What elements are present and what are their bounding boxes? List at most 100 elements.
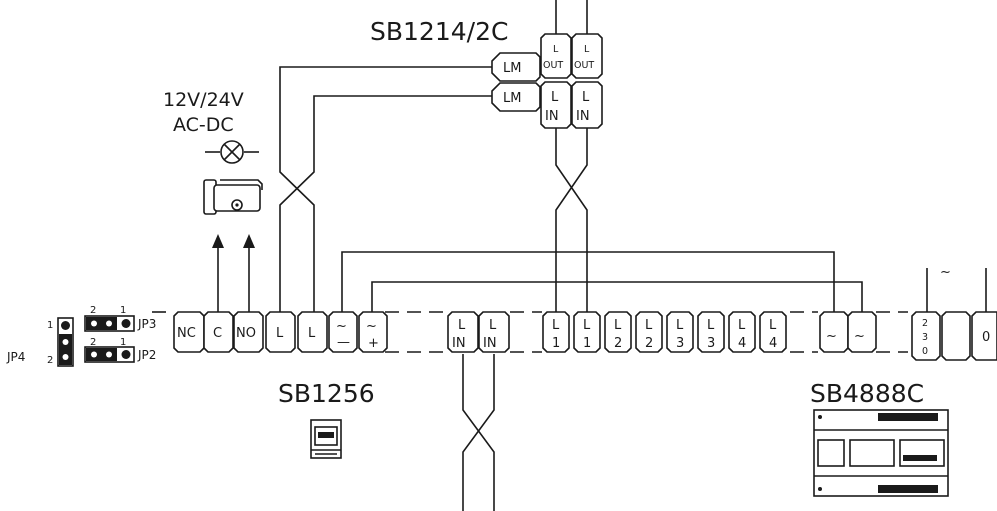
- sb1214-lin-l-1: L: [551, 90, 559, 105]
- riser-in-terminals: L IN L IN: [447, 311, 510, 353]
- wire-in-2: [555, 128, 588, 312]
- bus-terminal-num-7: 4: [738, 336, 746, 351]
- sb1256-title: SB1256: [278, 379, 375, 408]
- sb1256-tilde-2: ~: [366, 319, 377, 334]
- sb1256-terminal-ac-minus: ~ —: [328, 311, 358, 353]
- bus-terminal-l-5: L: [676, 318, 684, 333]
- sb1256-l2-label: L: [308, 326, 316, 341]
- bus-terminal-l-7: L: [738, 318, 746, 333]
- sb1256-terminal-ac-plus: ~ +: [358, 311, 388, 353]
- bus-terminal-l-1: L: [552, 318, 560, 333]
- bus-terminal-2: L1: [573, 311, 601, 353]
- sb1256-terminal-nc: NC: [173, 311, 205, 353]
- sb4888c-tilde-2: ~: [854, 329, 865, 344]
- sb1256-terminal-no: NO: [233, 311, 264, 353]
- lock-arrow-no: [243, 234, 255, 248]
- sb4888c-ac-terminal-2: ~: [847, 311, 877, 353]
- jp3-label: JP3: [137, 317, 156, 331]
- sb1214-lin-terminal-2: L IN: [571, 81, 603, 129]
- sb1256-l1-label: L: [276, 326, 284, 341]
- sb1214-lm-terminal-1: LM: [491, 52, 541, 82]
- sb1256-minus-label: —: [337, 335, 350, 350]
- jumper-jp4: 1 JP4 2: [6, 317, 74, 367]
- lock-icon: [203, 179, 263, 215]
- bus-terminal-num-1: 1: [552, 336, 560, 351]
- mains-symbol: ~: [940, 265, 951, 280]
- sb4888c-device-icon: [813, 409, 949, 497]
- riser-in-l-1: L: [458, 318, 466, 333]
- sb1214-lin-terminal-1: L IN: [540, 81, 572, 129]
- bus-terminal-8: L4: [759, 311, 787, 353]
- bus-terminal-num-2: 1: [583, 336, 591, 351]
- sb1214-lm-label-2: LM: [503, 91, 521, 106]
- jp4-label: JP4: [6, 350, 25, 364]
- wires: [152, 0, 908, 511]
- riser-in-in-2: IN: [483, 336, 497, 351]
- riser-in-terminal-2: L IN: [478, 311, 510, 353]
- jp2-pin2: 2: [90, 337, 96, 348]
- wire-lm2: [279, 95, 492, 312]
- wire-power-2: [371, 281, 863, 312]
- jp2-label: JP2: [137, 348, 156, 362]
- mains-terminal-230: 2 3 0: [911, 311, 941, 361]
- sb1214-title: SB1214/2C: [370, 17, 508, 46]
- sb4888c-ac-terminal-1: ~: [819, 311, 849, 353]
- lock-arrow-c: [212, 234, 224, 248]
- jp3-pin2: 2: [90, 305, 96, 316]
- bus-terminal-7: L4: [728, 311, 756, 353]
- electric-lock: 12V/24V AC-DC: [163, 89, 263, 215]
- lock-voltage: 12V/24V: [163, 89, 244, 111]
- lamp-icon: [205, 140, 259, 164]
- bus-terminal-num-8: 4: [769, 336, 777, 351]
- jumper-jp2: 2 1 JP2: [84, 337, 156, 363]
- jp4-pin2: 2: [47, 355, 53, 366]
- sb1214-lout-l-1: L: [553, 44, 559, 55]
- jp2-pin1: 1: [120, 337, 126, 348]
- bus-terminal-l-4: L: [645, 318, 653, 333]
- sb1214-lout-terminal-1: L OUT: [540, 33, 572, 79]
- bus-terminal-l-8: L: [769, 318, 777, 333]
- bus-terminal-l-6: L: [707, 318, 715, 333]
- sb4888c-power: ~ ~ 2 3 0 0 ~ SB4888C: [810, 265, 997, 497]
- jumper-jp3: 2 1 JP3: [84, 305, 156, 332]
- sb1256-nc-label: NC: [177, 326, 196, 341]
- sb1214-lout-terminal-2: L OUT: [571, 33, 603, 79]
- bus-terminal-num-4: 2: [645, 336, 653, 351]
- riser-in-terminal-1: L IN: [447, 311, 479, 353]
- sb1214-lin-in-2: IN: [576, 109, 590, 124]
- bus-terminal-num-6: 3: [707, 336, 715, 351]
- jp2-bridge: [86, 348, 117, 361]
- sb1256-c-label: C: [213, 326, 222, 341]
- bus-terminal-num-5: 3: [676, 336, 684, 351]
- bus-terminal-6: L3: [697, 311, 725, 353]
- lock-type: AC-DC: [173, 114, 234, 136]
- wire-lm1: [279, 66, 492, 312]
- sb1256-terminal-l1: L: [265, 311, 296, 353]
- wire-in-1: [555, 128, 588, 312]
- jumpers: 1 JP4 2 2 1 JP3 2 1: [6, 305, 156, 367]
- mains-terminal-blank: [941, 311, 971, 361]
- sb1214-lout-l-2: L: [584, 44, 590, 55]
- sb4888c-title: SB4888C: [810, 379, 924, 408]
- sb1256-terminal-l2: L: [297, 311, 328, 353]
- riser-in-l-2: L: [489, 318, 497, 333]
- sb1214-module: SB1214/2C LM LM L OUT L OUT L IN L: [370, 17, 603, 129]
- sb1256-no-label: NO: [236, 326, 256, 341]
- sb1214-lout-out-2: OUT: [574, 60, 594, 71]
- sb1214-lin-in-1: IN: [545, 109, 559, 124]
- mains-zero-label: 0: [982, 330, 990, 345]
- jp3-bridge: [86, 317, 117, 330]
- mains-terminal-zero: 0: [971, 311, 997, 361]
- sb1214-lout-out-1: OUT: [543, 60, 563, 71]
- sb1214-lin-l-2: L: [582, 90, 590, 105]
- jp3-pin1: 1: [120, 305, 126, 316]
- sb1256-device-icon: [310, 419, 342, 459]
- bus-terminal-1: L1: [542, 311, 570, 353]
- bus-terminal-3: L2: [604, 311, 632, 353]
- sb4888c-tilde-1: ~: [826, 329, 837, 344]
- wire-riser-1: [462, 354, 495, 511]
- bus-terminal-l-3: L: [614, 318, 622, 333]
- jp4-pin1: 1: [47, 320, 53, 331]
